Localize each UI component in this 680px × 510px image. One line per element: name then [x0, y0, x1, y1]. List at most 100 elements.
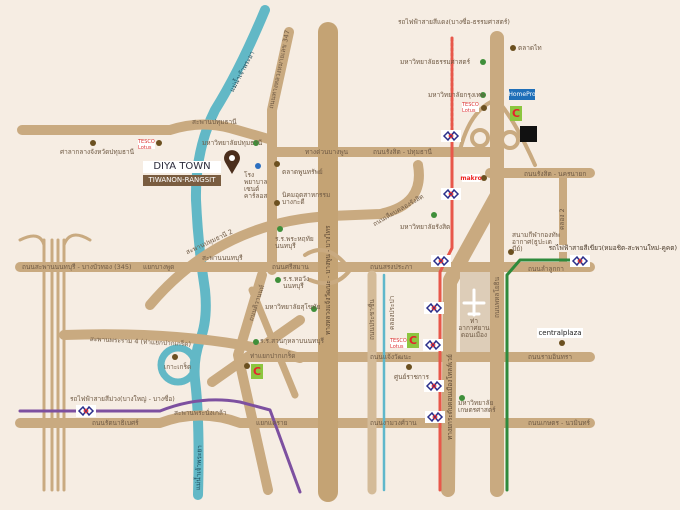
road-pathum-bridge-2: [145, 160, 424, 310]
road-label: ถนนพหลโยธิน: [493, 276, 501, 318]
poi-dot: [431, 212, 437, 218]
road-label: ทางยกระดับดอนเมืองโทลล์เวย์: [446, 354, 454, 440]
place-label: โรงพยาบาลเซนต์คาร์ลอส: [244, 171, 268, 201]
poi-dot: [274, 200, 280, 206]
left-highway: [18, 233, 92, 492]
place-label: ศูนย์ราชการ: [394, 373, 430, 381]
road-label: สะพานนนทบุรี: [202, 254, 243, 262]
chao-phraya-river: [189, 5, 270, 500]
poi-dot: [459, 395, 465, 401]
poi-dot: [510, 45, 516, 51]
road-label: ถนนรังสิต - นครนายก: [524, 170, 587, 178]
road-label: ถนนสรงประภา: [370, 263, 413, 271]
road-label: ถนนประชาชื่น: [368, 299, 376, 340]
road-label: แยกแคราย: [256, 419, 288, 427]
centralplaza-logo: centralplaza: [537, 328, 583, 338]
road-label: สะพานพระนั่งเกล้า: [174, 409, 227, 417]
bigc-logo: C: [510, 106, 522, 121]
poi-dot: [274, 161, 280, 167]
place-label: มหาวิทยาลัยเกษตรศาสตร์: [458, 399, 496, 415]
station-icon[interactable]: [424, 380, 444, 392]
station-icon[interactable]: [423, 339, 443, 351]
tesco-lotus-logo: TESCO Lotus: [390, 337, 407, 350]
station-icon[interactable]: [76, 405, 96, 417]
poi-dot: [480, 59, 486, 65]
place-label: มหาวิทยาลัยรังสิต: [400, 223, 451, 231]
road-label: สะพานปทุมธานี: [192, 118, 237, 126]
tesco-lotus-logo: TESCO Lotus: [138, 138, 155, 151]
place-label: ร.ร.หอวังนนทบุรี: [283, 275, 310, 291]
place-label: ร.ร.พระหฤทัยนนทบุรี: [275, 235, 314, 251]
project-subtitle: TIWANON-RANGSIT: [143, 175, 221, 186]
homepro-logo: HomePro: [508, 89, 536, 100]
poi-dot: [244, 363, 250, 369]
road-label: ทางหลวงแจ้งวัฒนะ - บางพูน - บางไทร: [324, 225, 332, 335]
poi-dot: [559, 340, 565, 346]
road-label: คลองประปา: [388, 295, 396, 330]
road-ngamwongwan: [15, 410, 595, 428]
bigc-logo: C: [407, 333, 419, 348]
road-label: ทางด่วนบางพูน: [305, 148, 349, 156]
station-icon[interactable]: [425, 411, 445, 423]
place-label: มหาวิทยาลัยสุโขทัย: [265, 303, 321, 311]
poi-dot: [90, 140, 96, 146]
place-label: มหาวิทยาลัยธรรมศาสตร์: [400, 58, 471, 66]
place-label: ศาลากลางจังหวัดปทุมธานี: [60, 148, 135, 156]
poi-dot: [406, 364, 412, 370]
station-icon[interactable]: [570, 255, 590, 267]
road-label: ถนนรัตนาธิเบศร์: [92, 419, 139, 427]
road-label: ถนนแจ้งวัฒนะ: [370, 353, 412, 361]
place-label: ร.ร.สวนกุหลาบนนทบุรี: [260, 337, 324, 345]
airport-icon: [462, 288, 486, 317]
place-label: สนามกีฬากองทัพอากาศ(ธูปะเตมีย์): [512, 231, 560, 254]
place-label: ตลาดพูนทรัพย์: [282, 168, 323, 176]
purple-line-label: รถไฟฟ้าสายสีม่วง(บางใหญ่ - บางซื่อ): [70, 395, 175, 403]
road-label: ถนนเกษตร - นวมินทร์: [528, 419, 591, 427]
road-label: ถนนรังสิต - ปทุมธานี: [373, 148, 432, 156]
future-park-logo: [520, 126, 537, 142]
poi-dot: [481, 105, 487, 111]
poi-dot: [253, 140, 259, 146]
green-line: [505, 258, 582, 492]
road-label: ถนนลำลูกกา: [528, 265, 564, 273]
place-label: ตลาดไท: [518, 44, 542, 52]
station-icon[interactable]: [424, 302, 444, 314]
poi-dot: [156, 140, 162, 146]
ko-kret-loop: [157, 344, 199, 386]
road-label: ถนนศรีสมาน: [272, 263, 309, 271]
place-label: นิคมอุตสาหกรรมบางกะดี: [282, 191, 331, 207]
road-label: ถนนรามอินทรา: [528, 353, 573, 361]
red-line-label: รถไฟฟ้าสายสีแดง(บางซื่อ-ธรรมศาสตร์): [398, 18, 510, 26]
road-label: ถนนสะพานนนทบุรี - บางบัวทอง (345): [22, 263, 132, 271]
road-label: ถนนงามวงศ์วาน: [370, 419, 417, 427]
road-tollway: [441, 188, 504, 497]
place-label: มหาวิทยาลัยกรุงเทพ: [428, 91, 485, 99]
road-label: แยกบางพูด: [143, 263, 175, 271]
green-line-label: รถไฟฟ้าสายสีเขียว(หมอชิต-สะพานใหม่-คูคต): [548, 244, 677, 253]
station-icon[interactable]: [441, 130, 461, 142]
station-icon[interactable]: [431, 255, 451, 267]
poi-dot: [253, 339, 259, 345]
place-label: ท่าอากาศยานดอนเมือง: [458, 317, 490, 340]
bigc-logo: C: [251, 364, 263, 379]
poi-dot: [311, 306, 317, 312]
road-rama4-bridge: [59, 329, 305, 363]
project-name: DIYA TOWN: [143, 161, 221, 173]
road-label: คลอง 2: [558, 208, 566, 230]
makro-logo: makro: [460, 174, 482, 182]
purple-line: [18, 398, 302, 494]
poi-dot: [508, 249, 514, 255]
place-label: มหาวิทยาลัยปทุมธานี: [202, 139, 263, 147]
poi-dot: [481, 175, 487, 181]
poi-dot: [275, 277, 281, 283]
road-347: [267, 27, 294, 275]
place-label: เกาะเกร็ด: [164, 363, 192, 371]
road-pathum: [17, 119, 277, 145]
tesco-lotus-logo: TESCO Lotus: [462, 101, 479, 114]
poi-dot: [172, 354, 178, 360]
road-label: ท่าแยกปากเกร็ด: [250, 352, 296, 360]
station-icon[interactable]: [441, 188, 461, 200]
road-tiwanon-2: [248, 286, 299, 399]
poi-dot: [480, 92, 486, 98]
